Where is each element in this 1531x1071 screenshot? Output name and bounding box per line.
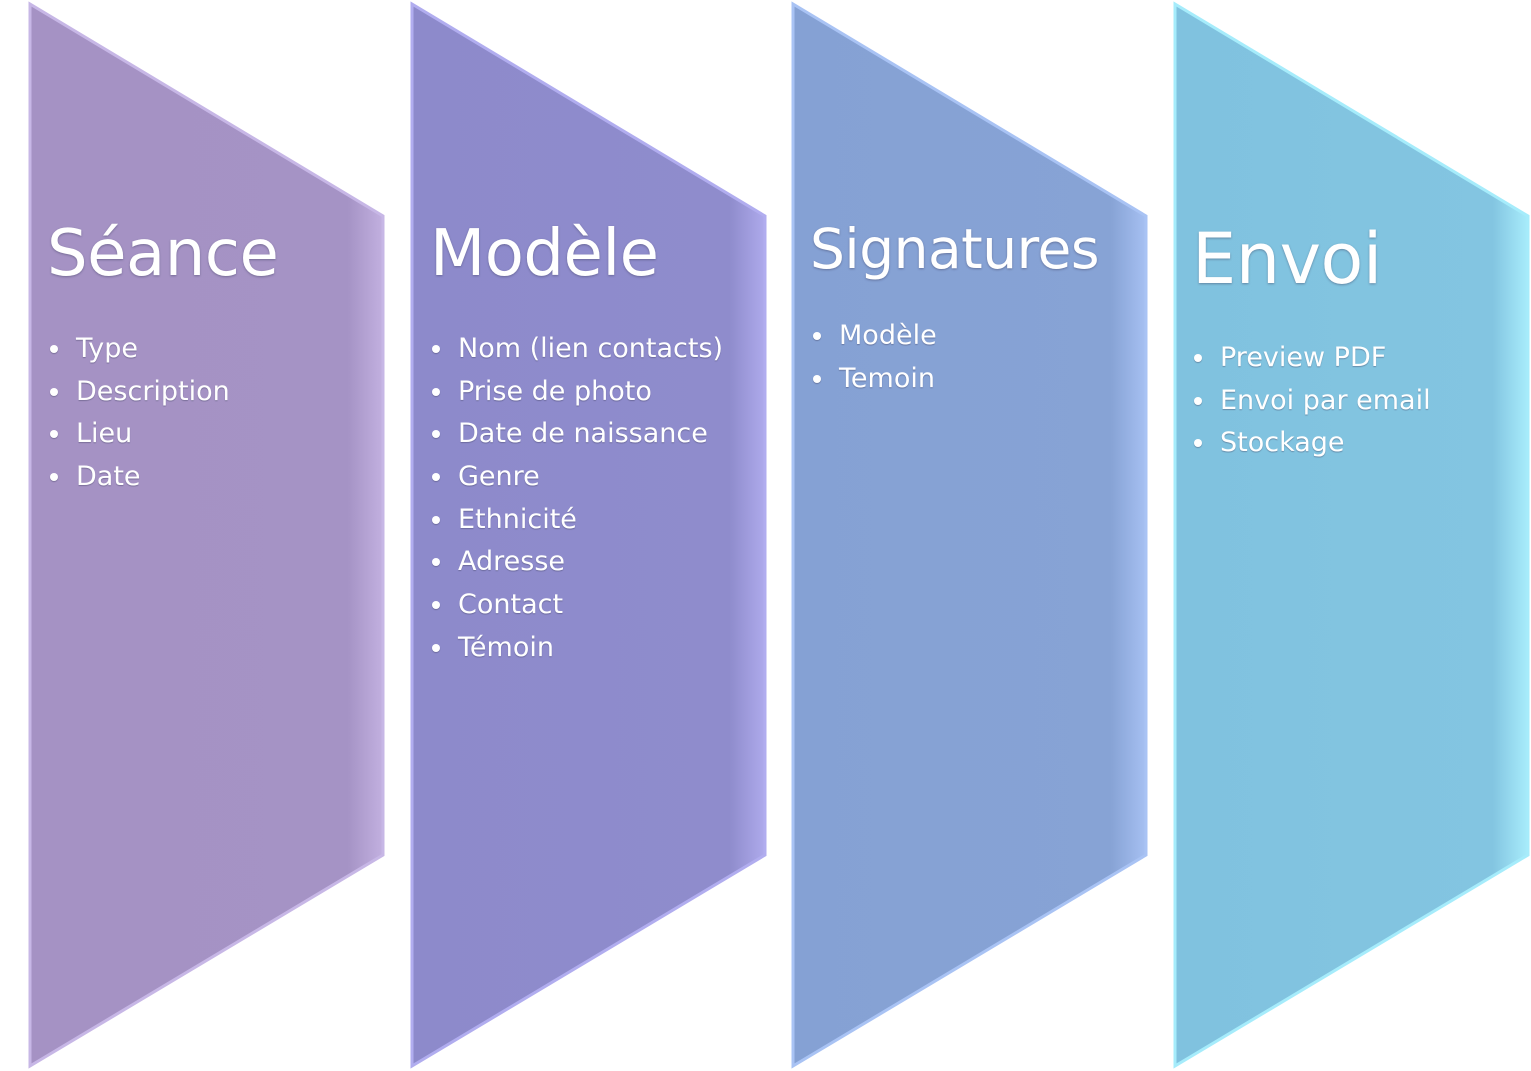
bullet-icon xyxy=(432,430,440,439)
list-item: Genre xyxy=(430,456,723,499)
list-item: Description xyxy=(48,371,230,414)
bullet-icon xyxy=(1194,439,1202,448)
list-item: Envoi par email xyxy=(1192,380,1431,423)
step-item-list: Type Description Lieu Date xyxy=(48,328,230,499)
step-item-list: Nom (lien contacts) Prise de photo Date … xyxy=(430,328,723,670)
list-item: Contact xyxy=(430,584,723,627)
list-item: Adresse xyxy=(430,541,723,584)
step-item-list: Preview PDF Envoi par email Stockage xyxy=(1192,337,1431,465)
list-item-label: Modèle xyxy=(839,320,937,351)
bullet-icon xyxy=(432,601,440,610)
list-item-label: Preview PDF xyxy=(1220,342,1387,373)
list-item-label: Contact xyxy=(458,589,564,621)
list-item: Lieu xyxy=(48,413,230,456)
list-item-label: Genre xyxy=(458,461,540,493)
list-item-label: Adresse xyxy=(458,546,565,578)
list-item: Type xyxy=(48,328,230,371)
list-item: Stockage xyxy=(1192,422,1431,465)
step-item-list: Modèle Temoin xyxy=(811,315,937,400)
step-title: Signatures xyxy=(810,217,1100,281)
list-item-label: Prise de photo xyxy=(458,375,652,407)
list-item-label: Date de naissance xyxy=(458,418,708,450)
step-title: Envoi xyxy=(1192,218,1382,300)
bullet-icon xyxy=(432,345,440,353)
bullet-icon xyxy=(50,387,58,396)
step-title: Modèle xyxy=(430,217,659,291)
step-shape-envoi xyxy=(1173,1,1530,1069)
list-item-label: Stockage xyxy=(1220,427,1345,459)
step-shape-modele xyxy=(410,1,767,1069)
bullet-icon xyxy=(432,558,440,567)
bullet-icon xyxy=(1194,354,1202,362)
step-title: Séance xyxy=(47,217,279,291)
step-shape-signatures xyxy=(791,1,1148,1069)
step-signatures: Signatures Modèle Temoin xyxy=(0,0,1100,1071)
list-item-label: Temoin xyxy=(839,362,935,394)
list-item-label: Description xyxy=(76,375,230,407)
bullet-icon xyxy=(432,473,440,482)
list-item: Temoin xyxy=(811,358,937,401)
list-item: Nom (lien contacts) xyxy=(430,328,723,371)
list-item-label: Ethnicité xyxy=(458,503,577,535)
list-item: Témoin xyxy=(430,627,723,670)
list-item: Date xyxy=(48,456,230,499)
list-item-label: Témoin xyxy=(458,631,554,663)
list-item: Date de naissance xyxy=(430,413,723,456)
list-item-label: Lieu xyxy=(76,418,133,450)
list-item: Modèle xyxy=(811,315,937,358)
list-item-label: Envoi par email xyxy=(1220,384,1431,416)
list-item: Preview PDF xyxy=(1192,337,1431,380)
list-item-label: Nom (lien contacts) xyxy=(458,333,724,364)
bullet-icon xyxy=(1194,396,1202,405)
bullet-icon xyxy=(432,387,440,396)
step-seance: Séance Type Description Lieu Date xyxy=(0,0,380,1071)
bullet-icon xyxy=(50,473,58,482)
bullet-icon xyxy=(50,345,58,353)
bullet-icon xyxy=(813,374,821,383)
bullet-icon xyxy=(813,332,821,340)
list-item: Ethnicité xyxy=(430,499,723,542)
list-item: Prise de photo xyxy=(430,371,723,414)
bullet-icon xyxy=(432,643,440,652)
list-item-label: Type xyxy=(76,333,139,364)
list-item-label: Date xyxy=(76,461,141,493)
step-modele: Modèle Nom (lien contacts) Prise de phot… xyxy=(0,0,723,1071)
step-shape-seance xyxy=(28,1,385,1069)
bullet-icon xyxy=(432,515,440,524)
bullet-icon xyxy=(50,430,58,439)
step-envoi: Envoi Preview PDF Envoi par email Stocka… xyxy=(0,0,1431,1071)
